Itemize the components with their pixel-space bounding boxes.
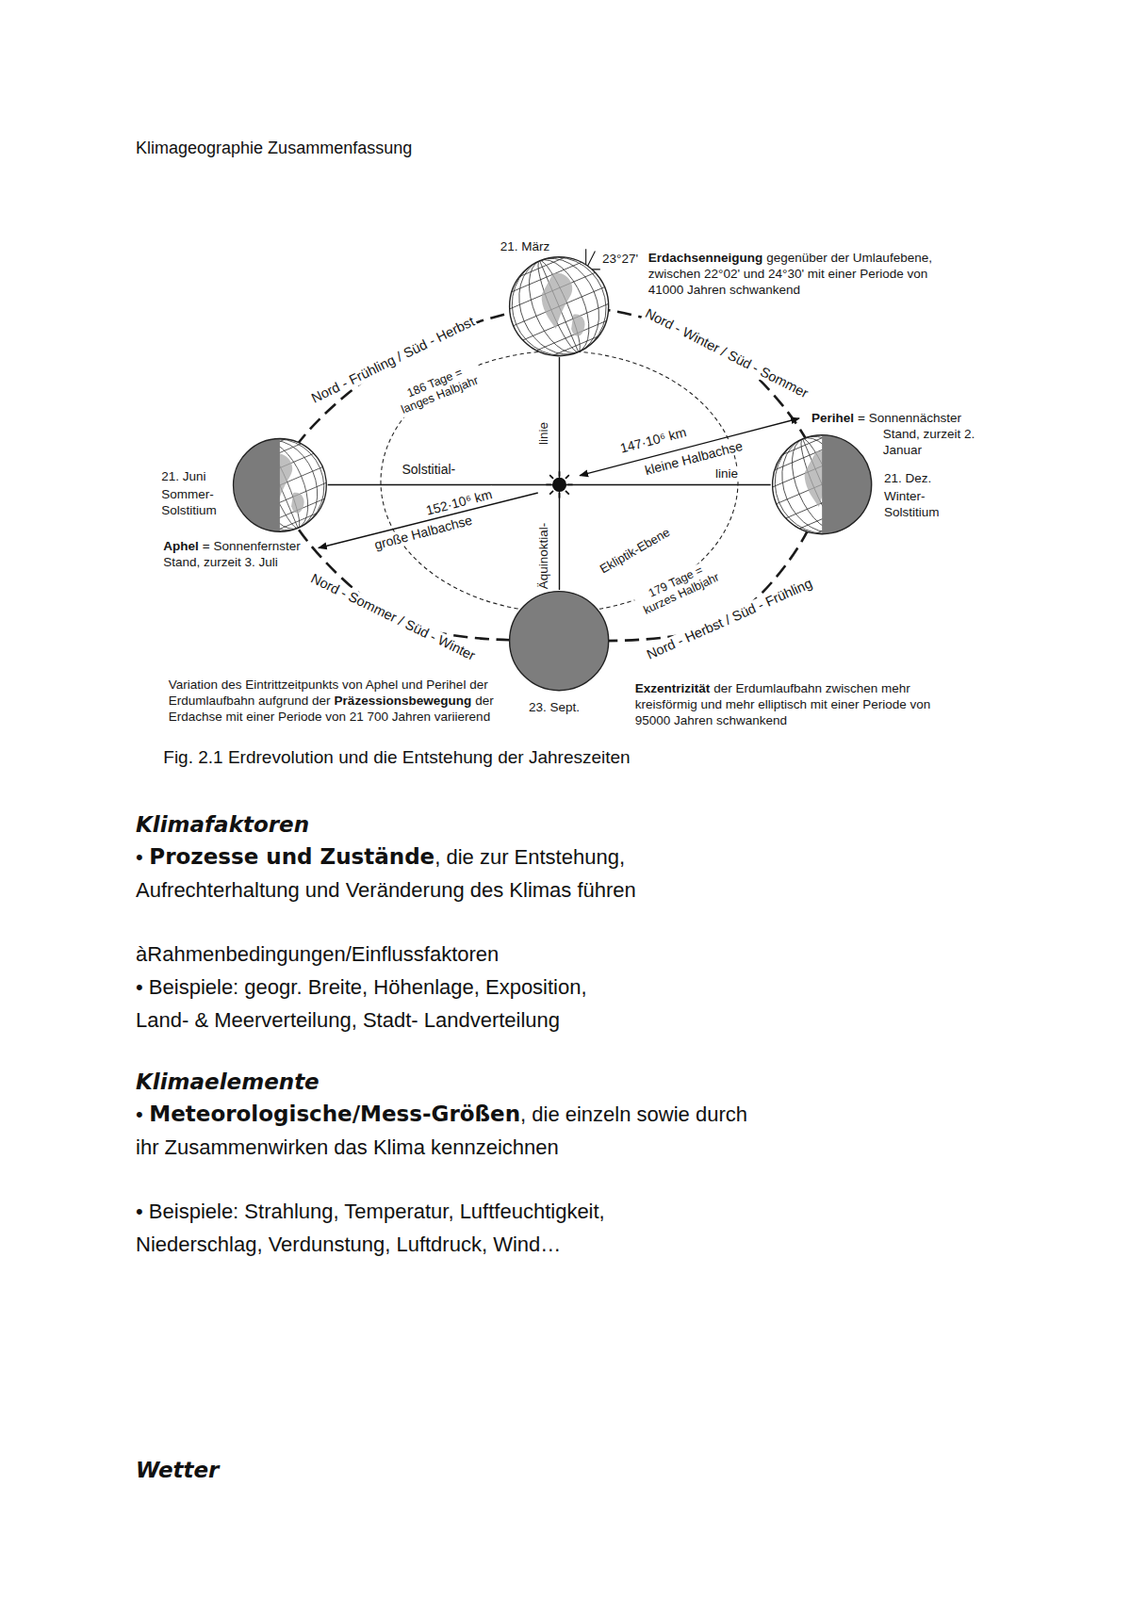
body-text-holder: àRahmenbedingungen/Einflussfaktoren [135,938,749,972]
line-label: Solstitial- [399,461,458,477]
perihel-note-holder: Perihel= Sonnennächster Stand, zurzeit 2… [883,409,978,459]
node-text-holder: 21. Juni [161,468,206,485]
section-heading-holder: Klimaelemente [135,1065,749,1100]
date-label: 23. Sept. [528,699,580,716]
figure-note-holder: Variation des Eintrittzeitpunkts von Aph… [168,676,522,725]
perihel-note: Perihel [811,410,854,426]
figure-note: Präzessionsbewegung [334,693,473,708]
section-heading: Klimafaktoren [135,812,310,837]
earth-globe: 21. März [508,255,610,358]
page-header: Klimageographie Zusammenfassung [135,138,412,159]
solstice-line [327,484,771,486]
season-label-holder: Nord - Sommer / Süd - Winter [306,570,479,666]
distance-label: 147·10⁶ km [616,423,690,457]
solstice-label: Sommer- Solstitium [161,486,227,519]
date-label: 21. Juni [161,468,206,485]
plane-label-holder: Ekliptik-Ebene [595,524,674,578]
node-text-holder: 21. Dez. [884,470,932,487]
earth-globe: 23. Sept. [508,590,610,692]
caption-holder: Fig. 2.1 Erdrevolution und die Entstehun… [163,747,630,769]
solstice-label: Winter- Solstitium [884,488,956,521]
aphel-note: Aphel [163,539,199,554]
bullet-text: • Beispiele: geogr. Breite, Höhenlage, E… [135,975,588,1033]
perihel-note: = Sonnennächster Stand, zurzeit 2. Janua… [857,410,975,458]
axis-label: große Halbachse [371,512,476,554]
half-year-label: 186 Tage = langes Halbjahr [390,359,484,418]
half-year-label: 179 Tage = kurzes Halbjahr [632,557,726,620]
node-text-holder: 21. März [500,238,551,255]
node-text-holder: 23. Sept. [528,699,580,716]
semi-major-arrow [318,492,539,548]
section-heading: Klimaelemente [135,1069,320,1095]
earth-globe: 21. JuniSommer- Solstitium [231,437,328,534]
bullet-text: • [135,1102,144,1127]
plane-label: Ekliptik-Ebene [595,524,674,578]
line-label: linie [536,420,552,447]
globe-outline [231,437,328,534]
half-year-label-holder: 186 Tage = langes Halbjahr [390,359,484,418]
angle-label: 23°27' [602,251,639,266]
season-label: Nord - Sommer / Süd - Winter [306,570,479,666]
section-heading-holder: Klimafaktoren [135,808,749,843]
bullet-text: • Beispiele: Strahlung, Temperatur, Luft… [135,1199,606,1257]
earth-globe: 21. Dez.Winter- Solstitium [770,433,873,536]
half-year-label-holder: 179 Tage = kurzes Halbjahr [632,557,726,620]
bullet-text-holder: • Beispiele: Strahlung, Temperatur, Luft… [135,1196,647,1262]
figure-note: Exzentrizität [635,681,711,696]
sun-symbol [545,471,573,498]
date-label: 21. März [500,238,551,255]
distance-label-holder: 147·10⁶ km [616,423,690,457]
header-holder: Klimageographie Zusammenfassung [135,138,412,159]
aphel-note-holder: Aphel= Sonnenfernster Stand, zurzeit 3. … [163,538,301,571]
section-heading: Wetter [135,1458,219,1483]
figure-note: Erdachsenneigung [648,250,764,265]
figure-note-holder: Erdachsenneigunggegenüber der Umlaufeben… [648,249,955,298]
node-text-holder: Sommer- Solstitium [161,486,227,519]
globe-outline [508,590,610,692]
axis-label-holder: große Halbachse [371,512,476,554]
figure-note-holder: Exzentrizitätder Erdumlaufbahn zwischen … [635,680,942,729]
season-label-holder: Nord - Winter / Süd - Sommer [640,304,813,403]
bullet-text-holder: •Meteorologische/Mess-Größen, die einzel… [135,1098,764,1164]
line-label-holder: linie [713,466,740,482]
equinox-line [558,357,560,591]
bullet-text: Meteorologische/Mess-Größen [148,1101,521,1127]
bullet-text-holder: • Beispiele: geogr. Breite, Höhenlage, E… [135,971,616,1037]
distance-label: 152·10⁶ km [423,485,497,519]
globe-outline [770,433,873,536]
line-label-holder: Solstitial- [399,461,458,477]
section-heading-holder: Wetter [135,1454,749,1489]
semi-minor-arrow [579,418,800,476]
line-label: linie [713,466,740,482]
season-label: Nord - Winter / Süd - Sommer [640,304,813,403]
bullet-text: • [135,845,144,869]
line-label-holder: linie [536,420,552,447]
node-text-holder: Winter- Solstitium [884,488,956,521]
globe-outline [508,255,610,358]
bullet-text-holder: •Prozesse und Zustände, die zur Entstehu… [135,840,739,907]
bullet-text: Prozesse und Zustände [148,844,435,869]
distance-label-holder: 152·10⁶ km [423,485,497,519]
figure-caption: Fig. 2.1 Erdrevolution und die Entstehun… [163,747,630,769]
date-label: 21. Dez. [884,470,932,487]
line-label-holder: Äquinoktial- [536,521,552,592]
line-label: Äquinoktial- [536,521,552,592]
body-text: àRahmenbedingungen/Einflussfaktoren [135,942,499,967]
